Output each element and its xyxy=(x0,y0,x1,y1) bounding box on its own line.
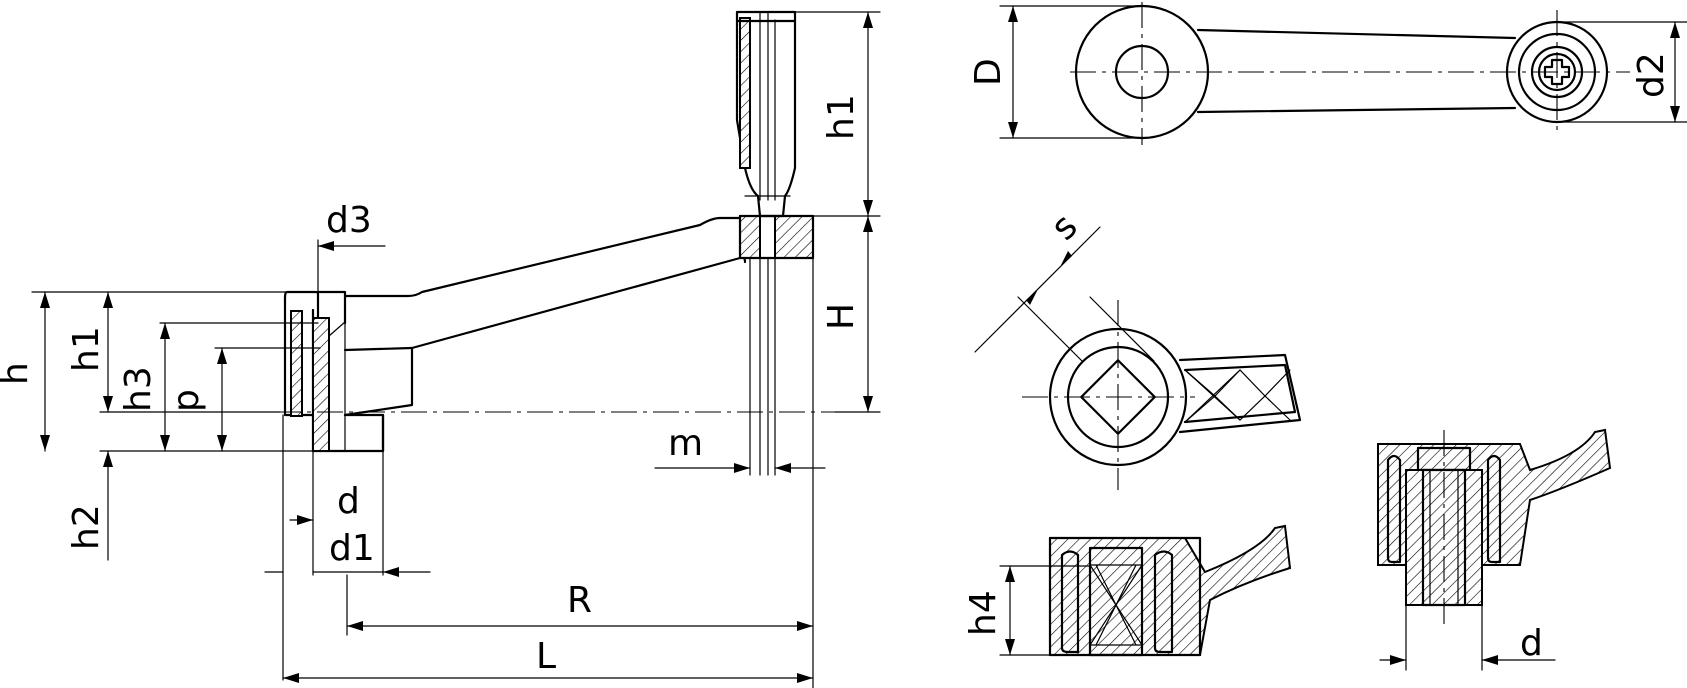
square-bore-view: s xyxy=(974,206,1302,490)
label-d-left: d xyxy=(337,481,360,522)
label-s: s xyxy=(1043,206,1085,248)
threaded-insert-section: h4 xyxy=(963,524,1292,657)
label-h2: h2 xyxy=(66,504,107,550)
side-view: h h1 h3 p h2 d3 d d1 R L m H h1 xyxy=(0,10,881,688)
label-R: R xyxy=(567,580,592,621)
label-p: p xyxy=(166,389,207,412)
label-d2: d2 xyxy=(1631,52,1672,98)
label-h: h xyxy=(0,362,36,385)
label-h4: h4 xyxy=(963,590,1004,636)
label-h1-left: h1 xyxy=(66,326,107,372)
label-D: D xyxy=(968,58,1009,86)
label-m: m xyxy=(668,423,703,464)
label-d3: d3 xyxy=(326,200,372,241)
top-view: D d2 xyxy=(968,2,1687,145)
label-d-right: d xyxy=(1520,623,1543,664)
label-H: H xyxy=(821,303,862,330)
label-h3: h3 xyxy=(118,366,159,412)
label-h1-top: h1 xyxy=(821,94,862,140)
label-L: L xyxy=(536,636,556,677)
stud-section: d xyxy=(1377,428,1612,671)
label-d1: d1 xyxy=(329,528,375,569)
